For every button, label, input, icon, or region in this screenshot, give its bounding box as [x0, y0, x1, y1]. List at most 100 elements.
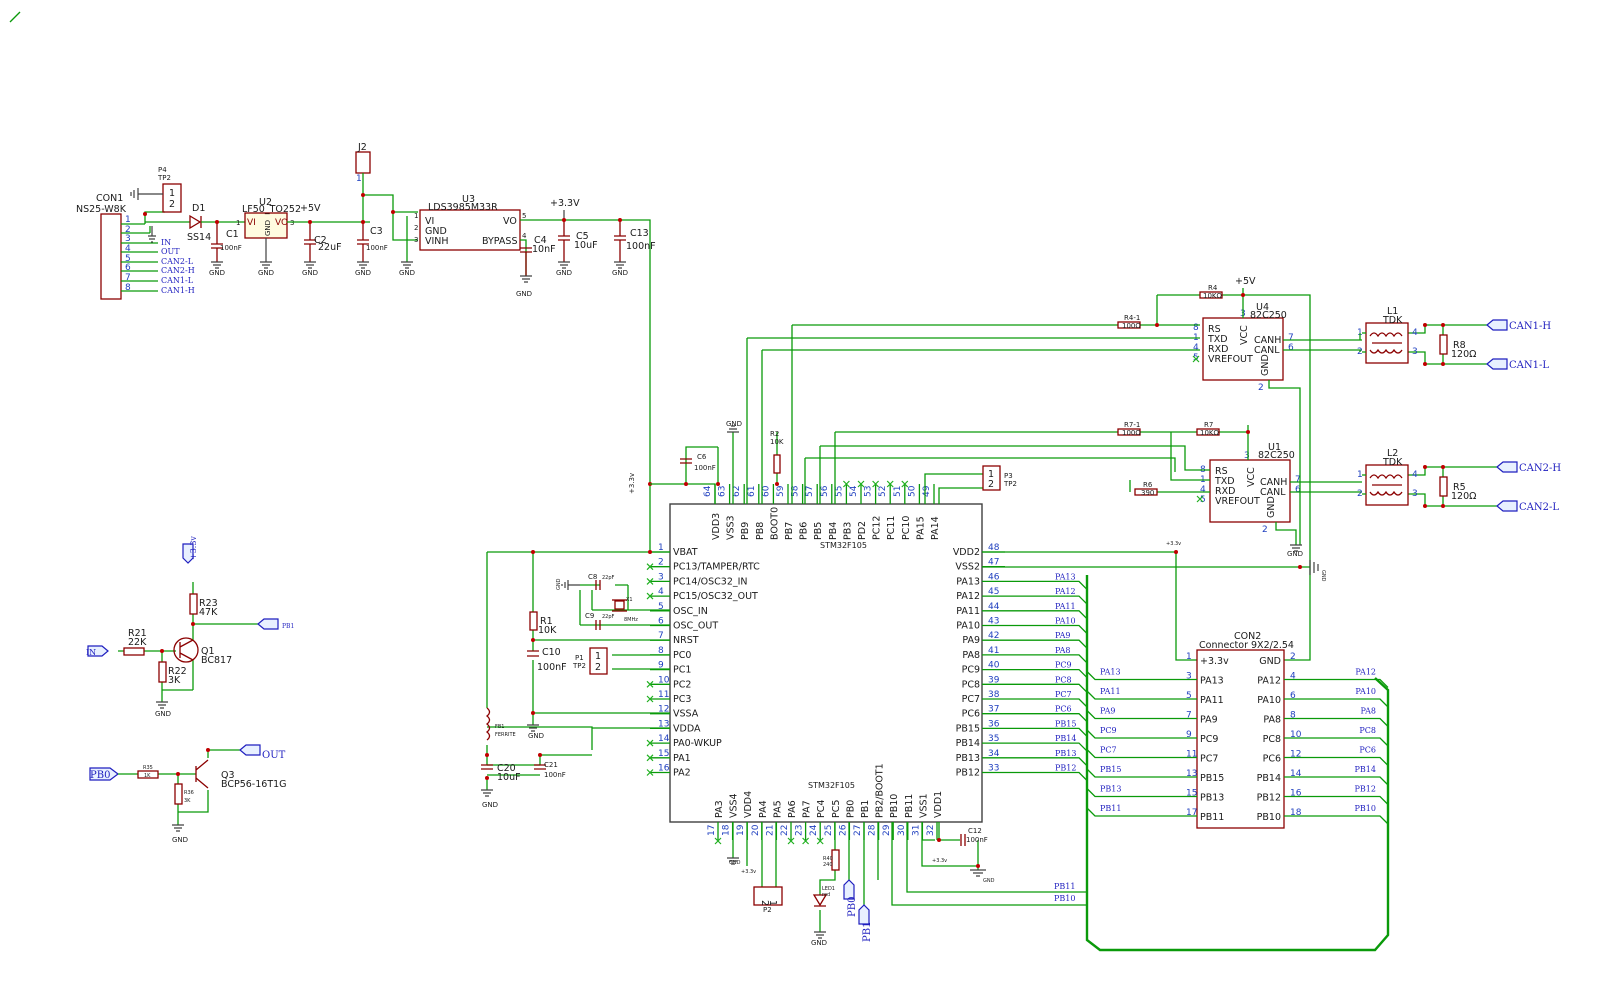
svg-text:GND: GND	[209, 269, 225, 277]
svg-text:R22: R22	[168, 666, 187, 677]
svg-text:CANH: CANH	[1260, 477, 1287, 488]
con2-pin-name: PA11	[1200, 695, 1224, 706]
mcu-pin-name: VBAT	[673, 547, 698, 558]
svg-text:82C250: 82C250	[1258, 450, 1295, 461]
mcu-pin-num: 41	[988, 646, 999, 656]
bus-entry	[1005, 610, 1088, 620]
u1-can-transceiver: U1 82C250 RS TXD RXD VREFOUT VCC GND CAN…	[1200, 442, 1301, 535]
svg-text:R23: R23	[199, 598, 218, 609]
svg-text:GND: GND	[1287, 550, 1303, 558]
svg-text:10K: 10K	[770, 438, 784, 446]
mcu-pin-num: 26	[838, 824, 848, 836]
can-wires: GND	[747, 288, 1497, 558]
svg-text:VO: VO	[275, 218, 288, 228]
con2-bus-label: PB10	[1355, 804, 1376, 813]
mcu-pin-num: 54	[849, 485, 859, 497]
c3-capacitor: C3 100nF GND	[355, 222, 388, 277]
svg-text:U2: U2	[259, 197, 272, 208]
svg-text:3: 3	[1244, 451, 1250, 461]
q1-circuit: +3.3v R23 47K PB1 Q1 BC817 R21 22K IN R2…	[86, 536, 294, 718]
svg-text:TDK: TDK	[1382, 457, 1403, 468]
mcu-pin-num: 5	[658, 602, 664, 612]
mcu-pin-name: PB7	[784, 522, 795, 540]
mcu-pin-name: PA5	[772, 800, 783, 818]
con2-wire	[1086, 788, 1197, 798]
svg-text:GND: GND	[425, 226, 447, 237]
svg-text:10uF: 10uF	[574, 240, 598, 251]
p1-testpoint: 1 2 P1 TP2	[572, 647, 608, 675]
con2-pin-num: 9	[1186, 730, 1192, 740]
svg-text:4: 4	[125, 244, 131, 254]
mcu-pin-num: 29	[882, 824, 892, 836]
con1-value: NS25-W8K	[76, 204, 127, 215]
svg-text:P3: P3	[1004, 472, 1013, 480]
bus-entry	[1005, 595, 1088, 605]
mcu-pin-num: 57	[805, 486, 815, 497]
bus-label: PA10	[1055, 617, 1076, 626]
svg-text:GND: GND	[516, 290, 532, 298]
svg-text:FB1: FB1	[495, 724, 505, 730]
mcu-pin-num: 2	[658, 558, 664, 568]
mcu-pin-name: PB13	[956, 753, 980, 764]
svg-text:22pF: 22pF	[602, 614, 615, 620]
svg-text:PB0: PB0	[90, 770, 110, 781]
stray-mark	[9, 11, 21, 23]
bus-entry	[1005, 698, 1088, 708]
svg-text:1: 1	[236, 219, 240, 227]
nc-mark	[787, 837, 795, 845]
c5-capacitor: C5 10uF GND +3.3V	[550, 198, 598, 277]
svg-text:C20: C20	[497, 763, 516, 774]
nc-mark	[816, 837, 824, 845]
mcu-pin-num: 42	[988, 631, 999, 641]
svg-text:4: 4	[1193, 343, 1199, 353]
con2-bus-label: PB13	[1100, 785, 1121, 794]
svg-text:100nF: 100nF	[537, 662, 567, 673]
con2-pin-name: PA13	[1200, 676, 1224, 687]
con2-wire	[1284, 795, 1389, 805]
mcu-pin-name: PB0	[845, 800, 856, 818]
svg-text:GND: GND	[729, 860, 741, 866]
svg-text:1: 1	[767, 900, 778, 906]
mcu-pin-num: 1	[658, 543, 664, 553]
svg-text:U1: U1	[1268, 442, 1281, 453]
svg-text:GND: GND	[172, 836, 188, 844]
bus-entry	[1005, 742, 1088, 752]
svg-text:2: 2	[988, 479, 994, 490]
mcu-pin-name: PC10	[901, 516, 912, 540]
bus-label: PB15	[1055, 719, 1076, 728]
con1-connector: CON1 NS25-W8K 1 2 3 4 5 6 7 8 IN OUT CAN…	[76, 193, 195, 300]
svg-text:PB1: PB1	[282, 623, 294, 630]
mcu-pin-name: PB10	[889, 794, 900, 818]
bus-label: PC7	[1055, 690, 1072, 699]
svg-text:TP2: TP2	[1003, 480, 1017, 488]
con2-pin-num: 8	[1290, 711, 1296, 721]
p4-testpoint: 1 2 P4 TP2	[130, 166, 182, 213]
mcu-pin-num: 3	[658, 572, 664, 582]
svg-text:C9: C9	[585, 612, 594, 620]
svg-text:TDK: TDK	[1382, 315, 1403, 326]
mcu-bottom-wiring: GND +3.3v C12 100nF GND +3.3v	[727, 822, 1087, 932]
con2-bus-label: PA13	[1100, 668, 1121, 677]
con2-pin-num: 14	[1290, 769, 1302, 779]
svg-text:GND: GND	[556, 269, 572, 277]
con2-pin-num: 3	[1186, 672, 1192, 682]
bus-label: PA9	[1055, 631, 1071, 640]
svg-text:TXD: TXD	[1214, 476, 1235, 487]
mcu-pin-num: 51	[893, 486, 903, 497]
svg-text:Q1: Q1	[201, 646, 215, 657]
con2-bus-label: PC6	[1359, 746, 1376, 755]
con2-bus-label: PA8	[1360, 707, 1376, 716]
nc-mark	[646, 577, 654, 585]
svg-text:+3.3v: +3.3v	[189, 536, 198, 560]
mcu-pin-num: 53	[864, 486, 874, 497]
svg-text:CANH: CANH	[1254, 335, 1281, 346]
nc-mark	[646, 680, 654, 688]
svg-text:CAN2-H: CAN2-H	[161, 266, 195, 275]
l2-choke: L2 TDK 1 2 4 3	[1357, 448, 1418, 506]
nc-mark	[646, 563, 654, 571]
svg-text:3: 3	[125, 234, 131, 244]
mcu-pin-name: VSS1	[918, 793, 929, 818]
svg-text:GND: GND	[528, 732, 544, 740]
svg-text:1K: 1K	[144, 773, 151, 779]
